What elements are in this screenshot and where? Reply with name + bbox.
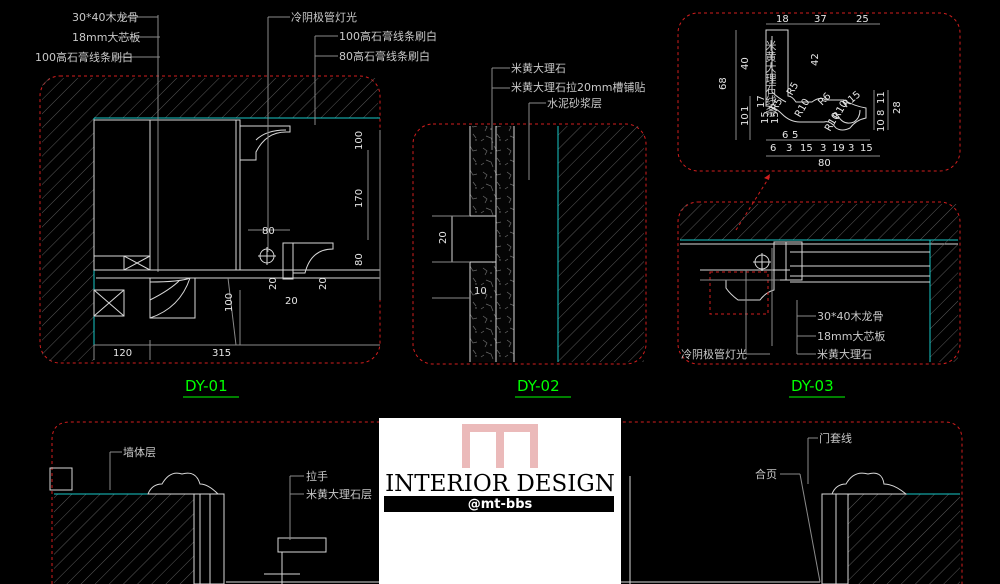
dim-label: 10 xyxy=(876,119,887,132)
watermark-title: INTERIOR DESIGN xyxy=(385,471,615,497)
dy03-hatch-top xyxy=(680,204,958,240)
watermark-subtitle: @mt-bbs xyxy=(468,497,533,512)
dim-label: R10 xyxy=(793,97,812,120)
elevation-label-wall: 墙体层 xyxy=(123,445,156,459)
dim-label: 100 xyxy=(224,293,235,312)
detail-dy03-frame xyxy=(677,201,961,365)
dim-label: 68 xyxy=(718,77,729,90)
elevation-hatch-left xyxy=(54,494,194,584)
dim-label: 3 xyxy=(820,143,826,154)
dy01-hatch-top xyxy=(42,78,378,118)
dim-label: 20 xyxy=(268,277,279,290)
dim-label: 100 xyxy=(354,131,365,150)
dy01-leaders xyxy=(118,15,338,252)
dim-label: 19 xyxy=(832,143,845,154)
dim-label: 11 xyxy=(876,91,887,104)
elevation-label-handle: 拉手 xyxy=(306,469,328,483)
dy02-label-groove: 米黄大理石拉20mm槽铺贴 xyxy=(511,80,645,94)
dim-label: 1 xyxy=(740,106,751,112)
elevation: 墙体层 拉手 米黄大理石层 门套线 合页 xyxy=(49,421,963,584)
dim-label: 3 xyxy=(848,143,854,154)
dim-label: 5 xyxy=(792,130,798,141)
dy03-label-marble: 米黄大理石 xyxy=(817,347,872,361)
detail-dy03-profile: 米黄大理石线条 18 37 25 68 40 10 1 42 R5 R5 R10… xyxy=(677,12,961,172)
dim-label: 120 xyxy=(113,348,132,359)
dy03-label-board: 18mm大芯板 xyxy=(817,329,885,343)
detail-dy01-frame xyxy=(39,75,381,364)
dy01-label-keel: 30*40木龙骨 xyxy=(72,11,139,24)
dy01-label-gypsum-100: 100高石膏线条刷白 xyxy=(339,29,437,43)
dim-label: 80 xyxy=(354,253,365,266)
dy01-label-gypsum-80: 80高石膏线条刷白 xyxy=(339,49,430,63)
dim-label: 10 xyxy=(740,113,751,126)
dim-label: 28 xyxy=(892,101,903,114)
dim-label: 40 xyxy=(740,57,751,70)
watermark-logo xyxy=(462,424,538,468)
detail-title-dy03: DY-03 xyxy=(791,377,834,395)
dy03-label-lamp: 冷阴极管灯光 xyxy=(681,347,747,361)
dy02-label-marble: 米黄大理石 xyxy=(511,61,566,75)
dim-label: 170 xyxy=(354,189,365,208)
dim-label: 20 xyxy=(318,277,329,290)
dim-label: 8 xyxy=(876,110,887,116)
dim-label: R5 xyxy=(785,80,801,97)
elevation-hatch-right xyxy=(848,494,960,584)
dy02-mortar xyxy=(496,126,514,362)
elevation-label-marble: 米黄大理石层 xyxy=(306,487,372,501)
dim-label: 80 xyxy=(262,226,275,237)
dy01-hatch-left xyxy=(42,118,94,361)
dy01-label-board: 18mm大芯板 xyxy=(72,30,140,44)
dim-label: 315 xyxy=(212,348,231,359)
dy02-hatch-right xyxy=(558,126,644,362)
dim-label: 15 xyxy=(770,111,781,124)
dim-label: 15 xyxy=(760,111,771,124)
dim-label: 15 xyxy=(860,143,873,154)
elevation-label-hinge: 合页 xyxy=(755,467,777,481)
watermark: INTERIOR DESIGN @mt-bbs xyxy=(379,418,621,584)
dim-label: 20 xyxy=(438,231,449,244)
dim-label: 3 xyxy=(786,143,792,154)
dim-label: 6 xyxy=(770,143,776,154)
dy03-hatch-right xyxy=(930,240,958,362)
dy01-dimensions: 100 170 80 100 80 20 20 20 120 315 xyxy=(113,131,365,359)
dim-label: 25 xyxy=(856,14,869,25)
elevation-label-door-trim: 门套线 xyxy=(819,431,852,445)
dim-label: 80 xyxy=(818,158,831,169)
dim-label: 37 xyxy=(814,14,827,25)
dim-label: R6 xyxy=(816,91,833,108)
dy02-label-mortar: 水泥砂浆层 xyxy=(547,96,602,110)
detail-title-dy02: DY-02 xyxy=(517,377,560,395)
detail-dy02: 米黄大理石 米黄大理石拉20mm槽铺贴 水泥砂浆层 20 10 DY-02 xyxy=(412,61,647,398)
detail-dy03-profile-frame xyxy=(677,12,961,172)
detail-dy01: 30*40木龙骨 18mm大芯板 100高石膏线条刷白 冷阴极管灯光 100高石… xyxy=(35,10,437,398)
dy01-label-gypsum-left: 100高石膏线条刷白 xyxy=(35,50,133,64)
dim-label: 42 xyxy=(810,53,821,66)
dim-label: 15 xyxy=(800,143,813,154)
dim-label: 18 xyxy=(776,14,789,25)
dim-label: 20 xyxy=(285,296,298,307)
dy01-label-lamp: 冷阴极管灯光 xyxy=(291,10,357,24)
dim-label: 6 xyxy=(782,130,788,141)
dy03-label-keel: 30*40木龙骨 xyxy=(817,310,884,323)
dim-label: R5 xyxy=(769,96,785,113)
dy03-profile-dims: 18 37 25 68 40 10 1 42 R5 R5 R10 R6 R15 … xyxy=(718,14,903,169)
elevation-frame xyxy=(51,421,963,584)
detail-dy03: 30*40木龙骨 18mm大芯板 米黄大理石 冷阴极管灯光 DY-03 xyxy=(677,201,961,398)
dim-label: 17 xyxy=(756,95,767,108)
detail-title-dy01: DY-01 xyxy=(185,377,228,395)
dim-label: 10 xyxy=(474,286,487,297)
